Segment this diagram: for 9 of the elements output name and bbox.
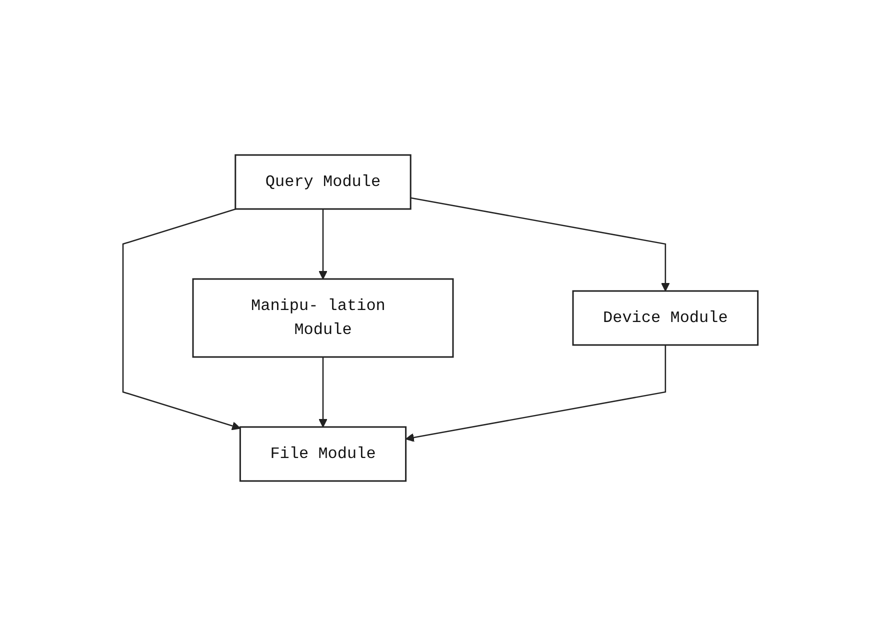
arrow: [410, 196, 670, 291]
arrow: [122, 208, 240, 430]
node-box: Manipu- lation Module: [192, 278, 454, 358]
arrow: [405, 344, 666, 442]
node-box: Query Module: [234, 154, 411, 210]
node-box: File Module: [239, 426, 406, 482]
arrow: [318, 208, 327, 279]
node-box: Device Module: [572, 290, 758, 346]
arrow: [318, 356, 327, 427]
